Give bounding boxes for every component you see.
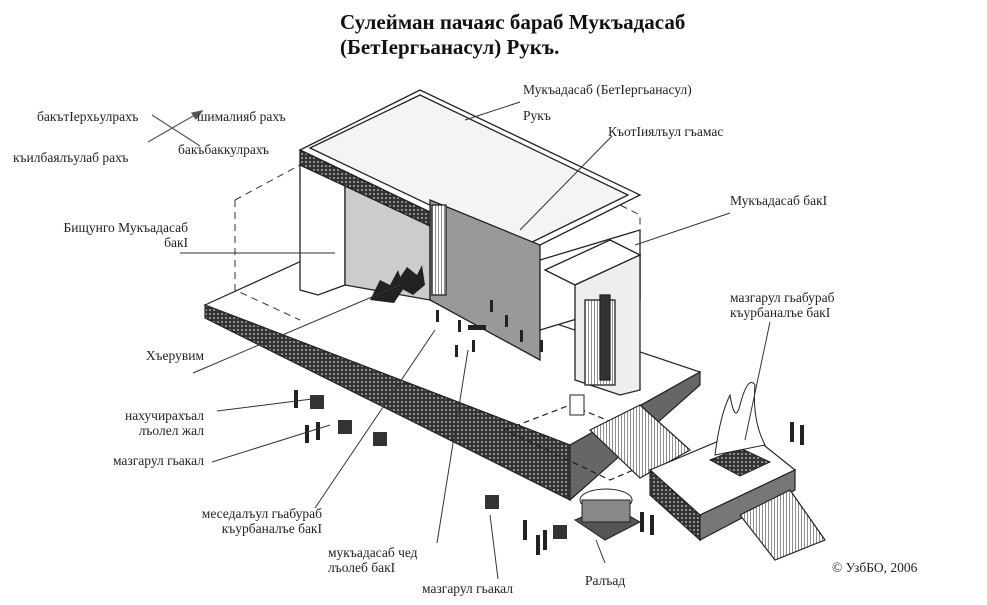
label-altar: мазгарул гьабураб къурбаналъе бакI <box>730 290 835 320</box>
label-cherub: Хъерувим <box>145 348 204 363</box>
bronze-sea <box>573 488 642 541</box>
label-court-left: мазгарул гьакал <box>112 453 204 468</box>
label-holy-place: Мукъадасаб бакI <box>730 193 828 208</box>
label-basins-line-1: нахучирахъал <box>124 408 204 423</box>
compass-arrows <box>147 110 204 147</box>
label-holiest-place: Бищунго Мукъадасаб бакI <box>20 220 189 250</box>
cherubim <box>370 265 425 303</box>
label-incense-altar: меседалъул гьабураб къурбаналъе бакI <box>150 506 322 536</box>
label-temple-line-2: Рукъ <box>523 108 551 123</box>
label-holiest-line-1: Бищунго Мукъадасаб <box>63 220 189 235</box>
compass-north-label: шималияб рахъ <box>197 109 286 124</box>
title-line-2: (БетIергьанасул) Рукъ. <box>340 35 560 59</box>
label-incense-line-1: меседалъул гьабураб <box>201 506 322 521</box>
people <box>294 390 804 555</box>
label-roof: КъотIиялъул гъамас <box>608 124 724 139</box>
label-altar-line-2: къурбаналъе бакI <box>730 305 831 320</box>
label-basins-line-2: лъолел жал <box>138 423 204 438</box>
temple-building <box>298 89 642 396</box>
label-court-bottom: мазгарул гьакал <box>422 581 514 596</box>
label-table-line-2: лъолеб бакI <box>328 560 396 575</box>
label-incense-line-2: къурбаналъе бакI <box>221 521 322 536</box>
label-table-line-1: мукъадасаб чед <box>328 545 418 560</box>
basins <box>310 395 567 539</box>
diagram-title: Сулейман пачаяс бараб Мукъадасаб (БетIер… <box>340 10 780 60</box>
pillar-altar <box>569 394 585 416</box>
label-showbread-table: мукъадасаб чед лъолеб бакI <box>328 545 418 575</box>
leader-lines <box>180 101 771 580</box>
label-basins: нахучирахъал лъолел жал <box>60 408 204 438</box>
lampstands <box>436 300 543 357</box>
burnt-offering-altar <box>708 382 772 477</box>
label-sea: Ралъад <box>585 573 626 588</box>
label-altar-line-1: мазгарул гьабураб <box>730 290 835 305</box>
compass-east-label: бакъбаккулрахъ <box>178 142 270 157</box>
copyright: © УзбБО, 2006 <box>832 560 918 575</box>
label-temple-line-1: Мукъадасаб (БетIергьанасул) <box>523 82 692 97</box>
label-holiest-line-2: бакI <box>164 235 188 250</box>
compass-west-label: бакътIерхьулрахъ <box>37 109 139 124</box>
compass-south-label: къилбаялъулаб рахъ <box>13 150 129 165</box>
title-line-1: Сулейман пачаяс бараб Мукъадасаб <box>340 10 686 34</box>
